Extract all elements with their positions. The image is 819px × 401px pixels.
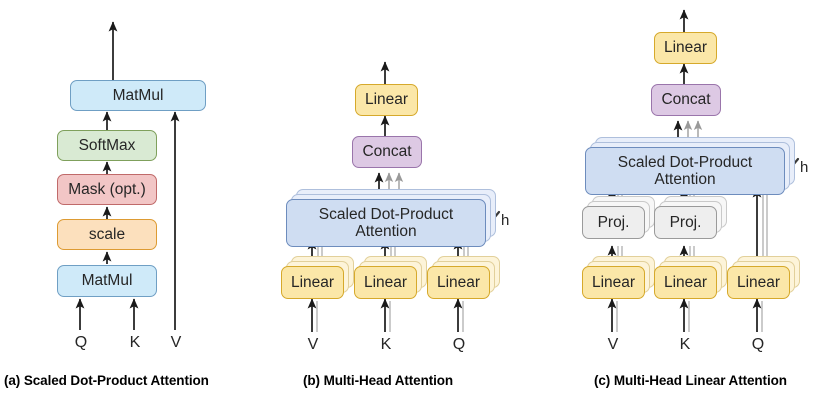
input-letter: Q [74,334,88,351]
node-linear-v-b[interactable]: Linear [281,266,344,299]
input-label-k-a: K [124,334,146,352]
node-linear-k-b[interactable]: Linear [354,266,417,299]
heads-label-b: h [501,212,509,229]
node-linear-out-c[interactable]: Linear [654,32,717,64]
input-label-q-b: Q [448,336,470,354]
node-label: Proj. [597,213,630,231]
node-sdpa-b[interactable]: Scaled Dot-Product Attention [286,199,486,247]
node-softmax[interactable]: SoftMax [57,130,157,161]
node-label: Linear [591,273,636,291]
node-proj-k-c[interactable]: Proj. [654,206,717,239]
node-label: SoftMax [78,136,136,154]
node-label: Linear [663,39,708,57]
node-label: Concat [362,143,412,161]
input-letter: K [129,334,141,351]
node-label: MatMul [112,86,164,104]
node-label-line1: Scaled Dot-Product [318,205,454,223]
input-label-q-c: Q [747,336,769,354]
input-label-q-a: Q [70,334,92,352]
node-label: Linear [290,273,335,291]
node-linear-q-b[interactable]: Linear [427,266,490,299]
input-label-v-c: V [602,336,624,354]
input-letter: K [380,336,392,353]
input-letter: V [307,336,319,353]
caption-panel-b: (b) Multi-Head Attention [303,373,453,388]
node-sdpa-c[interactable]: Scaled Dot-Product Attention [585,147,785,195]
caption-text: (c) Multi-Head Linear Attention [594,373,787,388]
node-linear-k-c[interactable]: Linear [654,266,717,299]
node-label-line1: Scaled Dot-Product [617,153,753,171]
input-letter: Q [452,336,466,353]
heads-letter: h [800,159,809,176]
node-label: scale [88,225,126,243]
node-label: Linear [663,273,708,291]
node-label: Linear [364,91,409,109]
node-label-line2: Attention [654,171,716,188]
node-linear-q-c[interactable]: Linear [727,266,790,299]
node-concat-b[interactable]: Concat [352,136,422,168]
input-label-k-b: K [375,336,397,354]
node-scale[interactable]: scale [57,219,157,250]
caption-text: (a) Scaled Dot-Product Attention [4,373,209,388]
caption-panel-a: (a) Scaled Dot-Product Attention [4,373,209,388]
caption-panel-c: (c) Multi-Head Linear Attention [594,373,787,388]
node-linear-v-c[interactable]: Linear [582,266,645,299]
node-label-line2: Attention [355,223,417,240]
node-label: Proj. [669,213,702,231]
input-letter: K [679,336,691,353]
node-label: Linear [436,273,481,291]
heads-label-c: h [800,159,808,176]
input-letter: V [607,336,619,353]
input-label-k-c: K [674,336,696,354]
node-matmul-bottom-a[interactable]: MatMul [57,265,157,297]
node-linear-out-b[interactable]: Linear [355,84,418,116]
node-label: Linear [736,273,781,291]
node-concat-c[interactable]: Concat [651,84,721,116]
input-label-v-a: V [165,334,187,352]
node-label: Linear [363,273,408,291]
caption-text: (b) Multi-Head Attention [303,373,454,388]
node-proj-v-c[interactable]: Proj. [582,206,645,239]
node-mask[interactable]: Mask (opt.) [57,174,157,205]
input-label-v-b: V [302,336,324,354]
node-label: Concat [661,91,711,109]
heads-letter: h [501,212,510,229]
node-matmul-top-a[interactable]: MatMul [70,80,206,111]
input-letter: V [170,334,182,351]
node-label: Mask (opt.) [68,180,146,198]
input-letter: Q [751,336,765,353]
node-label: MatMul [81,272,133,290]
